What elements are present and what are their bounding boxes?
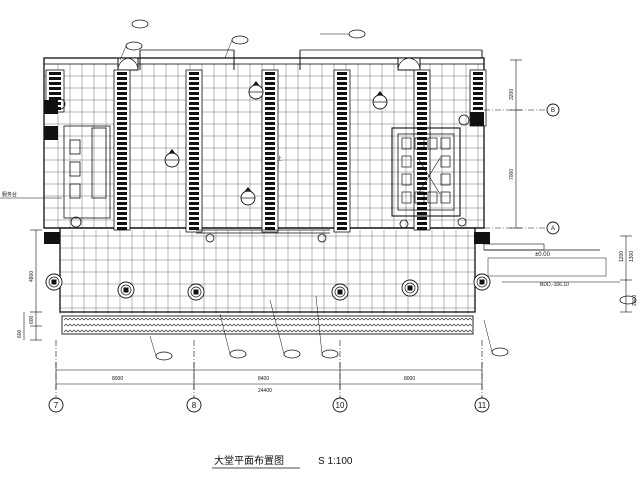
right-annotations: ±0.00 BDD,-166.10 [483, 243, 620, 288]
lounge-seating [391, 114, 470, 229]
left-note: 服务台 [2, 191, 17, 198]
lounge-chair [440, 173, 451, 186]
column-pad [44, 126, 58, 140]
axis-bubble-A: A [546, 221, 560, 235]
glazing-line [196, 229, 330, 243]
lounge-chair [440, 137, 451, 150]
column-strip [113, 69, 131, 231]
planter-band [61, 315, 474, 335]
dim-left-2: 600 [29, 315, 35, 324]
axis-label-A: A [551, 226, 555, 232]
callout-bubble [348, 29, 366, 39]
callout-leader [149, 335, 157, 357]
callout-leader [219, 313, 231, 355]
round-planter [331, 283, 349, 301]
column-pad [474, 232, 490, 244]
column-pad [44, 100, 58, 114]
dim-bottom-3: 8000 [404, 376, 415, 382]
section-marker [248, 81, 264, 100]
dim-right-misc-1: 1200 [619, 251, 625, 262]
axis-label-7: 7 [54, 401, 59, 410]
lounge-chair [401, 155, 412, 168]
reception-desk [54, 98, 111, 228]
drawing-scale: S 1:100 [318, 456, 353, 467]
lounge-chair [401, 173, 412, 186]
round-planter [187, 283, 205, 301]
axis-label-11: 11 [478, 401, 487, 410]
callout-bubble [155, 351, 173, 361]
column-strips [44, 69, 490, 244]
callout-leader [269, 299, 285, 355]
lounge-chair [414, 137, 425, 150]
axis-label-B: B [551, 108, 555, 114]
dim-bottom-1: 8000 [112, 376, 123, 382]
dim-bottom-2: 8400 [258, 376, 269, 382]
axis-label-8: 8 [192, 401, 197, 410]
dim-right-upper-2: 7000 [509, 169, 515, 180]
dim-right-upper-1: 3200 [509, 89, 515, 100]
left-annotation: 服务台 [0, 191, 62, 199]
lounge-chair [440, 191, 451, 204]
callout-bubble [131, 19, 149, 29]
lounge-chair [401, 137, 412, 150]
lounge-chair [440, 155, 451, 168]
axis-label-10: 10 [336, 401, 345, 410]
axis-bubble-8: 8 [186, 397, 202, 413]
right-note: BDD,-166.10 [540, 282, 569, 288]
lounge-chair [427, 137, 438, 150]
axis-bubble-11: 11 [474, 397, 490, 413]
drawing-title-block: 大堂平面布置图 S 1:100 [212, 454, 353, 469]
dim-left-1: 4800 [29, 271, 35, 282]
axis-bubble-10: 10 [332, 397, 348, 413]
axis-bubble-B: B [546, 103, 560, 117]
callout-bubble [283, 349, 301, 359]
callout-bubble [321, 349, 339, 359]
column-strip [261, 69, 279, 233]
callout-leader [315, 295, 323, 355]
column-strip [413, 69, 431, 231]
callout-bubble [491, 347, 509, 357]
callout-bubble [229, 349, 247, 359]
dim-bottom-total: 24400 [258, 388, 272, 394]
lounge-chair [401, 191, 412, 204]
callout-bubble [125, 41, 143, 51]
coffee-table [417, 157, 441, 195]
dim-right-misc-2: 1300 [629, 251, 635, 262]
callout-leader [224, 39, 233, 59]
column-pad [44, 232, 60, 244]
round-planter [473, 273, 491, 291]
callout-leader [119, 45, 127, 61]
round-planter [401, 279, 419, 297]
center-mark: 上 [277, 155, 282, 162]
level-label: ±0.00 [535, 252, 551, 258]
section-markers [164, 81, 388, 206]
section-marker [164, 149, 180, 168]
drawing-title: 大堂平面布置图 [214, 454, 284, 467]
axis-bubble-7: 7 [48, 397, 64, 413]
column-strip [333, 69, 351, 233]
dim-right-lower-1: 2000 [632, 295, 638, 306]
callout-leader [483, 319, 493, 353]
callout-bubbles [119, 19, 637, 361]
section-marker [372, 91, 388, 110]
round-planters [45, 273, 491, 301]
callout-bubble [619, 295, 637, 305]
column-strip [185, 69, 203, 233]
round-planter [117, 281, 135, 299]
callout-bubble [231, 35, 249, 45]
round-planter [45, 273, 63, 291]
section-marker [240, 187, 256, 206]
dim-left-3: 600 [17, 329, 23, 338]
lounge-chair [427, 191, 438, 204]
column-pad [470, 112, 484, 126]
dimensions [23, 59, 632, 398]
